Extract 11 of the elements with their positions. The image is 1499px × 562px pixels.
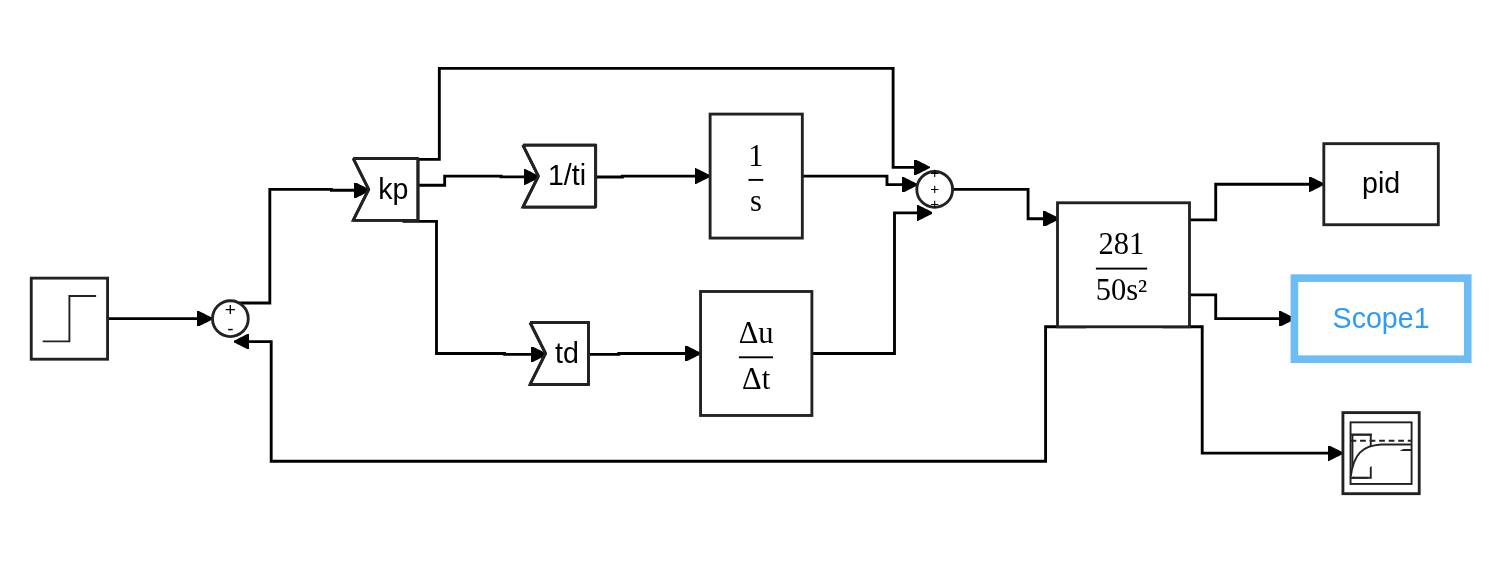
arrow bbox=[596, 167, 711, 185]
node-box: 281 50s² bbox=[1056, 201, 1191, 329]
node-picture bbox=[29, 276, 109, 361]
node-box: Scope1 bbox=[1290, 274, 1472, 364]
node-circle: + - bbox=[211, 299, 250, 338]
node-box: 1 s bbox=[708, 112, 804, 240]
arrow bbox=[811, 204, 934, 355]
node-box: pid bbox=[1322, 142, 1440, 227]
node-picture bbox=[1341, 411, 1421, 496]
arrow bbox=[802, 174, 918, 194]
node-box: Δu Δt bbox=[699, 290, 814, 417]
